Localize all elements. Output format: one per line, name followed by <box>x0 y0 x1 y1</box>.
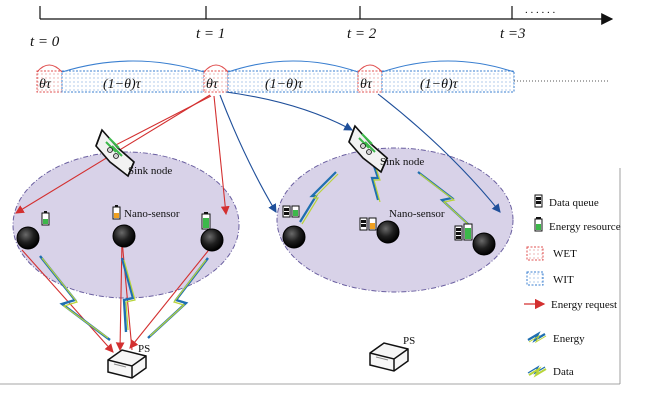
tick-label-t3: t =3 <box>500 26 526 42</box>
wet-label-3: θτ <box>360 77 373 92</box>
wet-label-2: θτ <box>206 77 219 92</box>
legend-data-queue: Data queue <box>534 194 599 209</box>
wit-label-1: (1−θ)τ <box>103 77 142 92</box>
legend-energy-resource: Energy resource <box>534 217 621 233</box>
nano-sensor-left-3 <box>200 212 224 252</box>
data-bolt-icon <box>299 159 471 227</box>
wet-slot-3 <box>357 70 383 93</box>
power-station-right: PS <box>369 335 415 372</box>
blue-arrows <box>219 91 501 213</box>
ps-label-left: PS <box>138 343 150 355</box>
energy-request-arrows <box>15 94 230 353</box>
svg-text:WIT: WIT <box>553 274 574 286</box>
svg-text:Energy request: Energy request <box>551 299 617 311</box>
nano-sensor-right-2: Nano-sensor <box>359 208 445 244</box>
wet-label-1: θτ <box>39 77 52 92</box>
wit-label-2: (1−θ)τ <box>265 77 304 92</box>
legend-energy: Energy <box>527 331 585 345</box>
tick-label-t0: t = 0 <box>30 34 60 50</box>
svg-text:Data: Data <box>553 366 574 378</box>
tick-label-t1: t = 1 <box>196 26 225 42</box>
cluster-right <box>276 147 514 293</box>
sink-node-left: Sink node <box>95 129 172 177</box>
svg-text:Energy: Energy <box>553 333 585 345</box>
sink-label-left: Sink node <box>128 165 172 177</box>
nano-label-right: Nano-sensor <box>389 208 445 220</box>
legend-wet: WET <box>526 246 577 261</box>
nano-label-left: Nano-sensor <box>124 208 180 220</box>
svg-text:WET: WET <box>553 248 577 260</box>
svg-text:Energy resource: Energy resource <box>549 221 621 233</box>
ps-label-right: PS <box>403 335 415 347</box>
nano-sensor-right-3 <box>454 223 496 256</box>
wet-slot-2 <box>203 70 229 93</box>
wit-slot-3 <box>381 70 515 93</box>
nano-sensor-right-1 <box>282 205 306 249</box>
legend-energy-request: Energy request <box>524 298 617 311</box>
wit-label-3: (1−θ)τ <box>420 77 459 92</box>
legend: Data queue Energy resource WET WIT Energ… <box>524 194 621 378</box>
nano-sensor-left-1 <box>16 211 50 250</box>
legend-data: Data <box>527 365 574 378</box>
timeline: . . . . . . t = 0 t = 1 t = 2 t =3 <box>30 4 614 50</box>
nano-sensor-left-2: Nano-sensor <box>112 205 180 248</box>
power-station-left: PS <box>107 343 150 379</box>
sink-node-right: Sink node <box>348 125 424 173</box>
tick-label-t2: t = 2 <box>347 26 377 42</box>
timeline-continuation-dots: . . . . . . <box>525 4 556 16</box>
sink-label-right: Sink node <box>380 156 424 168</box>
slot-bar: θτ (1−θ)τ θτ (1−θ)τ θτ (1−θ)τ <box>36 60 610 93</box>
legend-wit: WIT <box>526 271 574 286</box>
svg-text:Data queue: Data queue <box>549 197 599 209</box>
